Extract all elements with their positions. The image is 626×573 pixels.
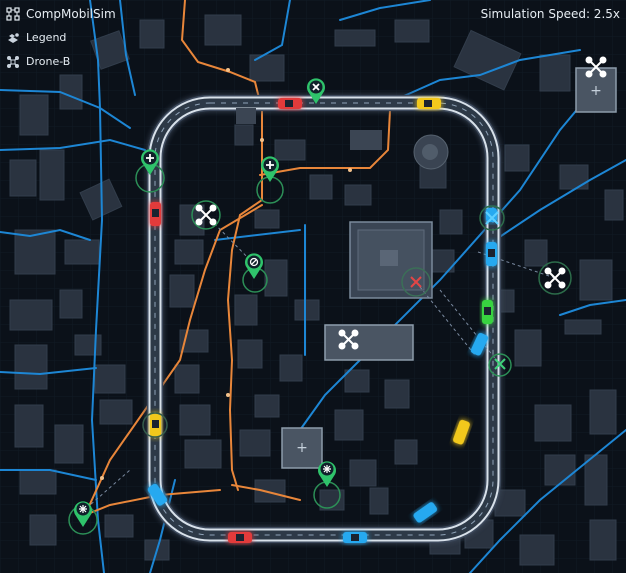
car-yellow-top bbox=[417, 98, 441, 109]
simulation-speed: Simulation Speed: 2.5x bbox=[481, 6, 620, 22]
cars bbox=[147, 98, 497, 543]
plus-marker-icon[interactable] bbox=[141, 149, 160, 175]
app-title-bar: CompMobilSim bbox=[6, 6, 116, 22]
car-yellow-right bbox=[453, 419, 470, 445]
app-title: CompMobilSim bbox=[26, 7, 116, 21]
roads-orange bbox=[84, 0, 391, 516]
car-blue-top-right bbox=[486, 208, 497, 222]
compass-marker-icon[interactable] bbox=[245, 253, 263, 279]
asterisk-marker-icon[interactable] bbox=[74, 501, 92, 527]
car-blue-bottom-right bbox=[413, 502, 438, 523]
drone-legend-item[interactable]: Drone-B bbox=[6, 54, 70, 70]
car-blue-bottom bbox=[343, 532, 367, 543]
svg-text:+: + bbox=[296, 440, 308, 456]
car-blue-right-2 bbox=[470, 332, 489, 356]
car-red-bottom bbox=[228, 532, 252, 543]
cross-marker-icon[interactable] bbox=[307, 78, 325, 104]
snowflake-marker-icon[interactable] bbox=[318, 461, 337, 487]
legend-toggle[interactable]: Legend bbox=[6, 30, 66, 46]
drone-icon[interactable] bbox=[485, 211, 499, 225]
drone-icon[interactable] bbox=[195, 204, 217, 226]
drone-icon[interactable] bbox=[544, 267, 566, 289]
plus-marker-icon[interactable] bbox=[261, 156, 279, 182]
car-green-right bbox=[482, 300, 493, 324]
layers-icon bbox=[8, 33, 19, 43]
drone-alert-icon[interactable] bbox=[410, 276, 422, 288]
car-blue-right-1 bbox=[486, 242, 497, 266]
drone-icon[interactable] bbox=[585, 56, 607, 78]
car-yellow-left bbox=[150, 413, 161, 437]
drone-icon[interactable] bbox=[494, 358, 506, 370]
legend-label[interactable]: Legend bbox=[26, 31, 67, 44]
car-red-left bbox=[150, 202, 161, 226]
drone-icon bbox=[7, 56, 19, 68]
svg-text:+: + bbox=[590, 83, 602, 99]
car-blue-bottom-left bbox=[147, 483, 168, 506]
simulation-speed-label: Simulation Speed: 2.5x bbox=[480, 7, 620, 21]
network-grid-icon bbox=[6, 7, 20, 21]
car-red-top bbox=[278, 98, 302, 109]
map-pins[interactable] bbox=[74, 78, 337, 527]
drones[interactable] bbox=[195, 56, 607, 370]
drone-label[interactable]: Drone-B bbox=[26, 55, 71, 68]
drone-icon[interactable] bbox=[338, 329, 359, 350]
